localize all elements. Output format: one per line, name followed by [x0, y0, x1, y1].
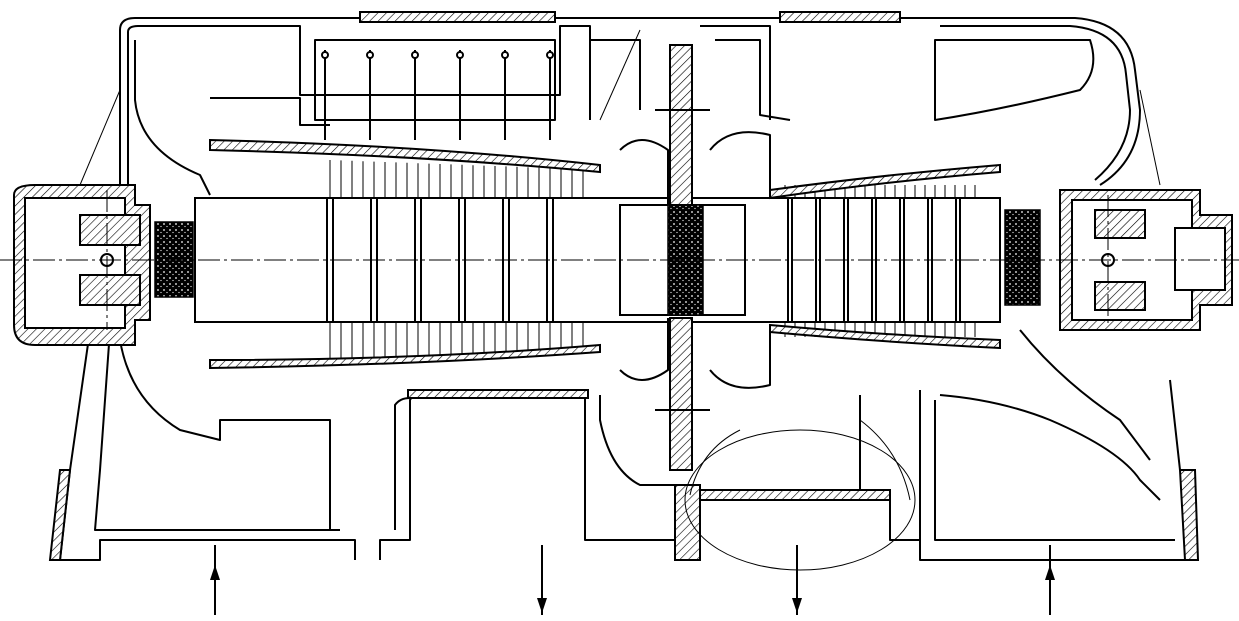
valve-head — [366, 51, 374, 59]
support-highlight — [684, 419, 916, 571]
arrow-3 — [792, 545, 802, 615]
arrow-head-up — [210, 565, 220, 580]
arrow-4 — [1045, 545, 1055, 615]
control-valve-assembly — [314, 39, 556, 140]
arrow-head-up — [1045, 565, 1055, 580]
front-bearing-housing — [13, 184, 194, 346]
valve-head — [321, 51, 329, 59]
arrow-head-down — [537, 598, 547, 613]
outer-casing — [79, 11, 1161, 196]
valve-head — [411, 51, 419, 59]
arrow-2 — [537, 545, 547, 615]
lower-casing — [48, 329, 1200, 561]
flow-arrows — [210, 545, 1055, 615]
arrow-1 — [210, 545, 220, 615]
valve-head — [456, 51, 464, 59]
arrow-head-down — [792, 598, 802, 613]
valve-head — [546, 51, 554, 59]
valve-head — [501, 51, 509, 59]
center-bearing-assembly — [619, 44, 710, 471]
turbine-disk — [787, 197, 793, 323]
flow-ducts — [209, 131, 1001, 389]
